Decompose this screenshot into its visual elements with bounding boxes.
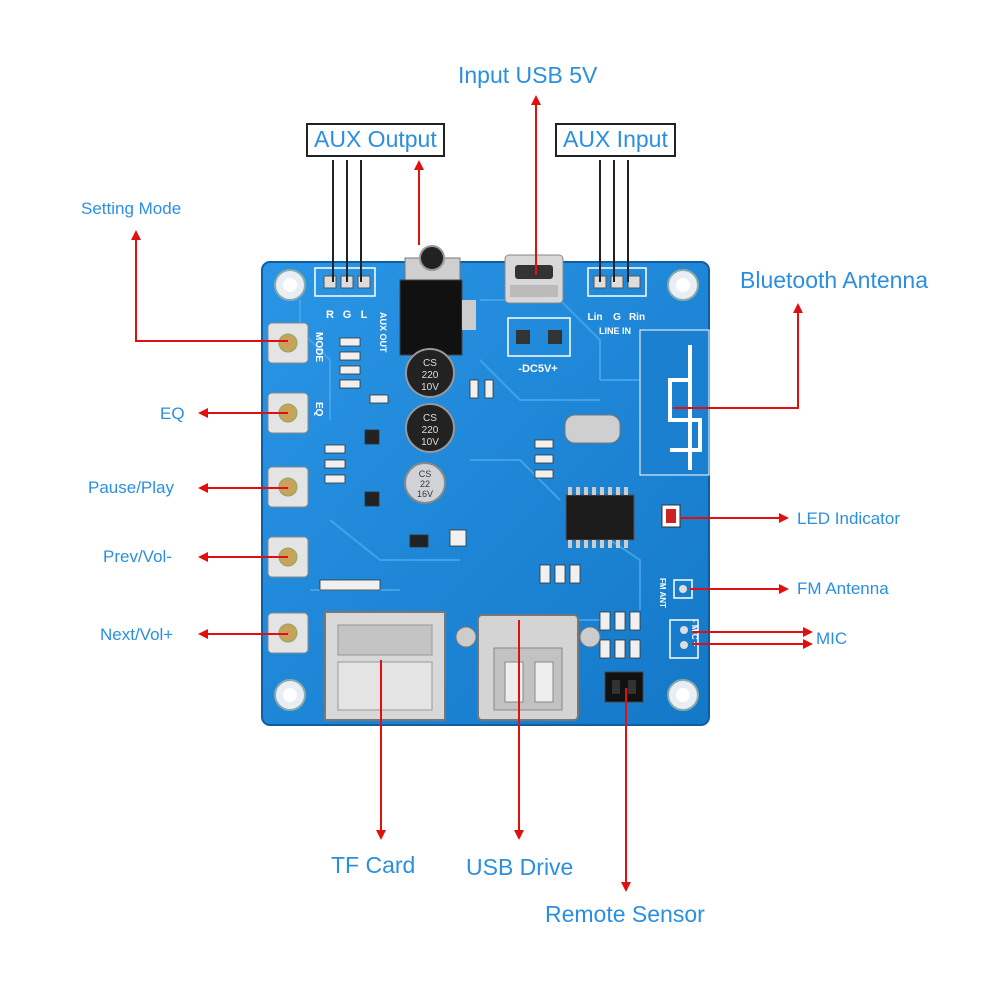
arrow-bluetooth-antenna — [673, 303, 803, 409]
cap2-line-c: 10V — [421, 437, 439, 448]
label-setting-mode: Setting Mode — [81, 199, 182, 218]
header-wires — [332, 160, 629, 282]
cap3-line-a: CS — [419, 469, 432, 479]
cap1-line-a: CS — [423, 358, 437, 369]
cap2-line-a: CS — [423, 413, 437, 424]
label-pause-play: Pause/Play — [88, 478, 174, 497]
callout-arrows — [131, 95, 813, 892]
silk-rin: Rin — [629, 312, 645, 323]
bluetooth-module — [639, 329, 710, 476]
label-aux-output: AUX Output — [306, 123, 445, 157]
label-input-usb: Input USB 5V — [458, 62, 598, 88]
cap1-line-b: 220 — [422, 370, 439, 381]
audio-jack — [399, 245, 476, 356]
cap1-line-c: 10V — [421, 382, 439, 393]
pcb-board — [261, 261, 710, 726]
mounting-holes — [274, 269, 699, 711]
cap3-line-b: 22 — [420, 479, 430, 489]
dc5v-block: -DC5V+ — [507, 317, 571, 375]
silk-l: L — [361, 309, 368, 321]
led — [661, 504, 681, 528]
arrow-setting-mode — [131, 230, 288, 342]
silk-mode: MODE — [313, 332, 324, 362]
mic-pads: - MIC + — [669, 619, 699, 659]
capacitor-2: CS 220 10V — [405, 403, 455, 453]
label-remote-sensor: Remote Sensor — [545, 901, 705, 927]
silk-dc5v: -DC5V+ — [518, 363, 557, 375]
label-led-indicator: LED Indicator — [797, 509, 900, 528]
mode-button — [267, 322, 309, 364]
aux-output-header: R G L AUX OUT — [314, 267, 388, 353]
usb-a-port — [455, 614, 601, 721]
fm-antenna-pad: FM ANT — [658, 578, 693, 608]
label-usb-drive: USB Drive — [466, 854, 574, 880]
micro-usb-connector — [504, 254, 564, 304]
label-tf-card: TF Card — [331, 852, 416, 878]
silk-r: R — [326, 309, 334, 321]
silk-line-in: LINE IN — [599, 326, 631, 336]
silk-g: G — [343, 309, 352, 321]
cap3-line-c: 16V — [417, 489, 433, 499]
silk-lin: Lin — [588, 312, 603, 323]
silk-aux-out: AUX OUT — [378, 312, 388, 353]
silk-g2: G — [613, 312, 621, 323]
label-mic: MIC — [816, 629, 848, 648]
smd-components — [319, 337, 641, 659]
crystal — [564, 414, 621, 444]
label-next-vol: Next/Vol+ — [100, 625, 174, 644]
silk-mic: - MIC + — [690, 620, 699, 647]
label-aux-input: AUX Input — [555, 123, 676, 157]
silk-eq: EQ — [313, 402, 324, 417]
silk-fm-ant: FM ANT — [658, 578, 667, 608]
label-eq: EQ — [160, 404, 185, 423]
capacitor-3: CS 22 16V — [404, 462, 446, 504]
label-fm-antenna: FM Antenna — [797, 579, 889, 598]
label-bluetooth-antenna: Bluetooth Antenna — [740, 267, 928, 293]
main-chip — [565, 487, 635, 548]
ir-receiver — [604, 671, 644, 703]
tf-card-slot — [324, 611, 446, 721]
capacitor-1: CS 220 10V — [405, 348, 455, 398]
cap2-line-b: 220 — [422, 425, 439, 436]
aux-input-header: Lin G Rin LINE IN — [587, 267, 647, 336]
label-prev-vol: Prev/Vol- — [103, 547, 172, 566]
